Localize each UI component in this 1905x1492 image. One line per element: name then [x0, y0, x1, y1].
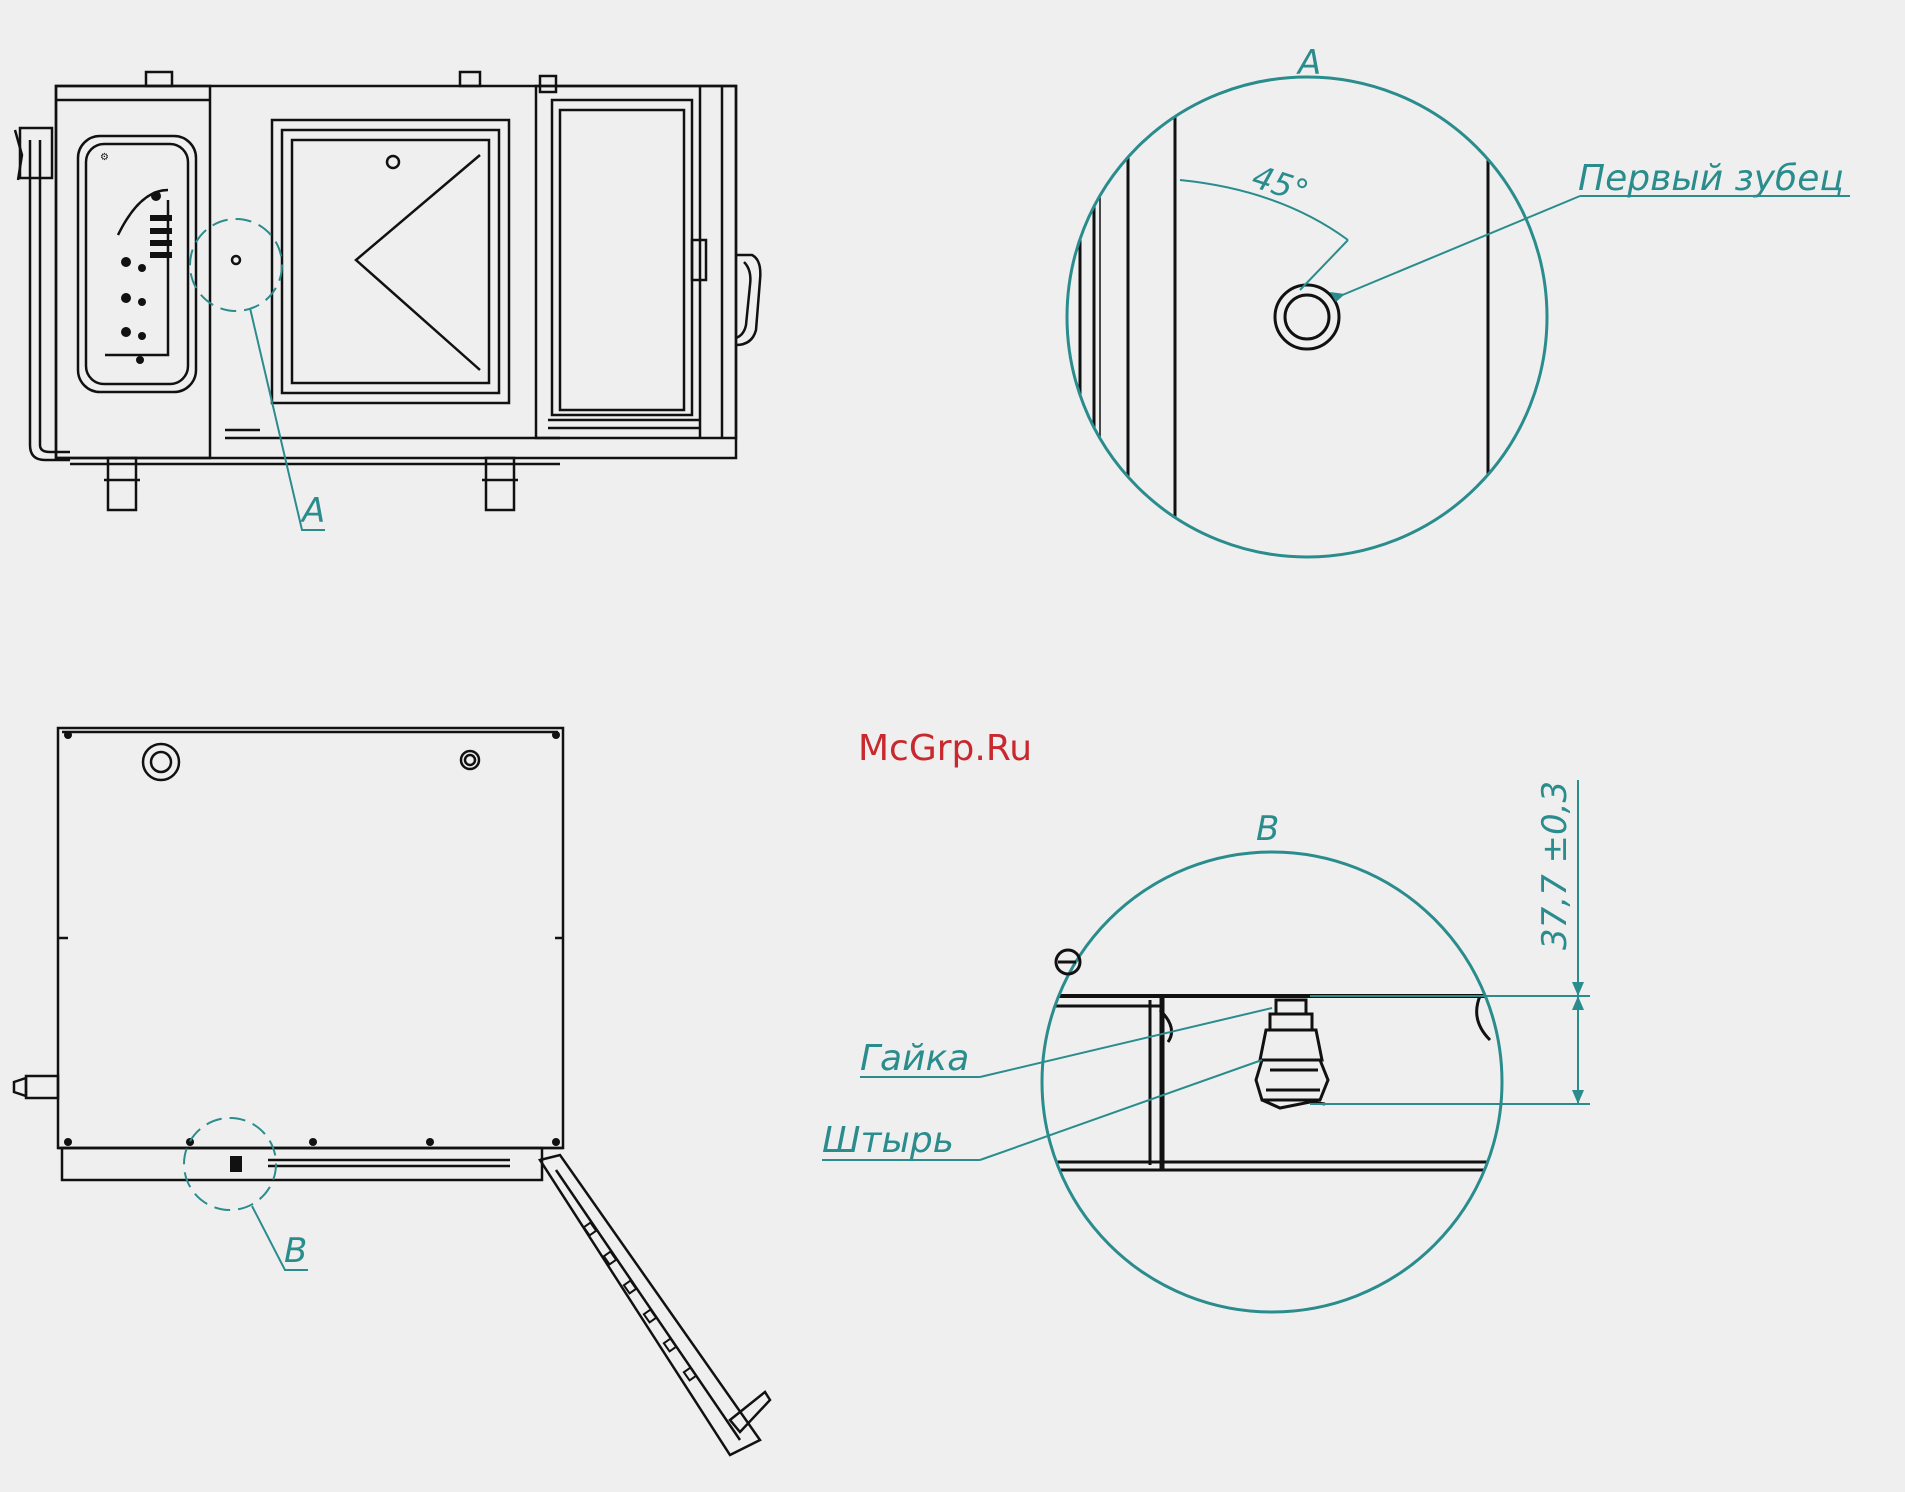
- dimension-label: 37,7 ±0,3: [1535, 781, 1575, 950]
- oven-front-view: ⚙: [15, 72, 760, 510]
- detail-a-title: A: [1296, 43, 1321, 83]
- detail-a-view: [1067, 77, 1850, 560]
- oven-top-view: [14, 728, 770, 1455]
- detail-b-title: B: [1256, 809, 1279, 849]
- svg-text:⚙: ⚙: [100, 152, 109, 163]
- nut-label: Гайка: [860, 1038, 969, 1079]
- detail-a-callout-label: A: [300, 491, 325, 531]
- watermark-text: McGrp.Ru: [858, 728, 1032, 769]
- angle-label: 45°: [1248, 157, 1314, 211]
- pin-label: Штырь: [822, 1120, 954, 1161]
- first-tooth-label: Первый зубец: [1578, 158, 1844, 199]
- detail-b-callout-label: B: [284, 1231, 307, 1271]
